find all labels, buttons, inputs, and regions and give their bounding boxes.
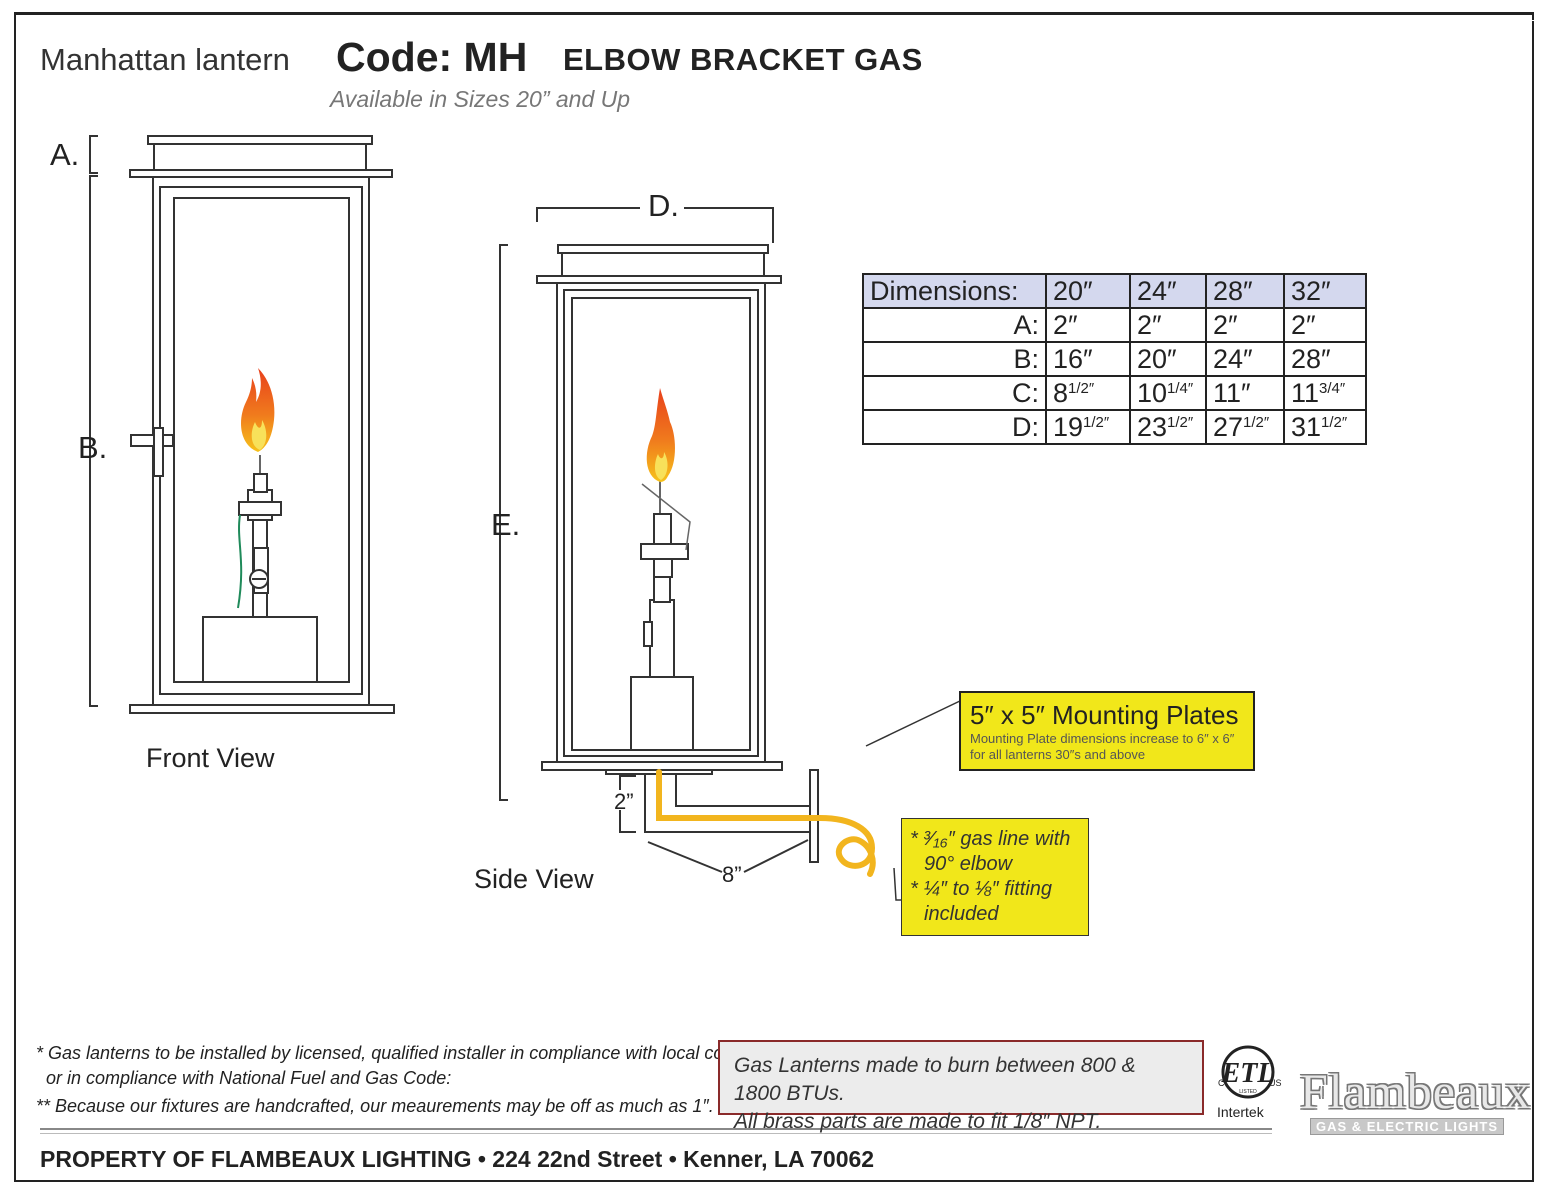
table-cell: 311/2″ bbox=[1283, 409, 1367, 445]
table-cell: 2″ bbox=[1045, 307, 1131, 343]
front-flame bbox=[241, 368, 275, 452]
table-cell: 2″ bbox=[1205, 307, 1285, 343]
table-row: B: 16″ 20″ 24″ 28″ bbox=[862, 341, 1367, 377]
table-cell: 16″ bbox=[1045, 341, 1131, 377]
etl-mark-listed: LISTED bbox=[1239, 1089, 1257, 1095]
gas-line bbox=[656, 769, 876, 877]
cell-fraction: 1/2″ bbox=[1083, 413, 1110, 431]
table-cell: 271/2″ bbox=[1205, 409, 1285, 445]
cell-whole: 11 bbox=[1291, 377, 1320, 408]
install-note-line-1: * Gas lanterns to be installed by licens… bbox=[36, 1043, 758, 1063]
btu-line-2: All brass parts are made to fit 1/8″ NPT… bbox=[734, 1110, 1102, 1133]
size-header: 24″ bbox=[1129, 273, 1207, 309]
cell-fraction: 1/2″ bbox=[1243, 413, 1270, 431]
mounting-plates-callout: 5″ x 5″ Mounting Plates Mounting Plate d… bbox=[959, 691, 1255, 771]
dim-label-b: B. bbox=[78, 430, 108, 465]
etl-listed-icon: ETL C US LISTED bbox=[1218, 1045, 1282, 1099]
size-header: 20″ bbox=[1045, 273, 1131, 309]
gas-line-note-4: included bbox=[924, 903, 999, 925]
product-name: Manhattan lantern bbox=[40, 42, 290, 77]
drop-dimension: 2” bbox=[614, 789, 634, 814]
cell-whole: 23 bbox=[1137, 411, 1168, 442]
table-cell: 191/2″ bbox=[1045, 409, 1131, 445]
table-cell: 20″ bbox=[1129, 341, 1207, 377]
table-cell: 2″ bbox=[1283, 307, 1367, 343]
install-note-line-2: or in compliance with National Fuel and … bbox=[46, 1068, 452, 1088]
page-frame bbox=[14, 12, 1534, 1182]
dimensions-table: Dimensions: 20″ 24″ 28″ 32″ A: 2″ 2″ 2″ … bbox=[862, 273, 1367, 445]
arm-dimension: 8” bbox=[722, 862, 742, 887]
cell-fraction: 1/4″ bbox=[1167, 379, 1194, 397]
product-type: ELBOW BRACKET GAS bbox=[563, 42, 923, 77]
table-cell: 101/4″ bbox=[1129, 375, 1207, 411]
gas-line-note-1: * ³⁄₁₆″ gas line with bbox=[910, 828, 1071, 850]
gas-line-note-2: 90° elbow bbox=[924, 853, 1013, 875]
table-cell: 11″ bbox=[1205, 375, 1285, 411]
table-row: C: 81/2″ 101/4″ 11″ 113/4″ bbox=[862, 375, 1367, 411]
cell-whole: 27 bbox=[1213, 411, 1244, 442]
row-label: B: bbox=[862, 341, 1047, 377]
gas-line-callout: * ³⁄₁₆″ gas line with 90° elbow * ¼″ to … bbox=[901, 818, 1089, 936]
table-cell: 113/4″ bbox=[1283, 375, 1367, 411]
btu-line-1: Gas Lanterns made to burn between 800 & … bbox=[734, 1054, 1136, 1105]
etl-mark-text: ETL bbox=[1221, 1058, 1275, 1089]
side-flame bbox=[646, 388, 675, 482]
gas-line-note-3: * ¼″ to ⅛″ fitting bbox=[910, 878, 1053, 900]
flambeaux-logo: Flambeaux bbox=[1300, 1063, 1532, 1119]
cell-whole: 19 bbox=[1053, 411, 1084, 442]
table-cell: 81/2″ bbox=[1045, 375, 1131, 411]
cell-fraction: 1/2″ bbox=[1167, 413, 1194, 431]
side-view-label: Side View bbox=[474, 864, 594, 894]
btu-info-box: Gas Lanterns made to burn between 800 & … bbox=[718, 1040, 1204, 1133]
dim-label-a: A. bbox=[50, 137, 80, 172]
table-cell: 24″ bbox=[1205, 341, 1285, 377]
table-cell: 28″ bbox=[1283, 341, 1367, 377]
etl-mark-us: US bbox=[1269, 1078, 1282, 1088]
front-view-label: Front View bbox=[146, 743, 275, 773]
table-cell: 2″ bbox=[1129, 307, 1207, 343]
mounting-plates-title: 5″ x 5″ Mounting Plates bbox=[970, 700, 1239, 730]
table-row: D: 191/2″ 231/2″ 271/2″ 311/2″ bbox=[862, 409, 1367, 445]
cell-fraction: 1/2″ bbox=[1321, 413, 1348, 431]
size-header: 28″ bbox=[1205, 273, 1285, 309]
product-code: Code: MH bbox=[336, 34, 528, 80]
mounting-plates-note-1: Mounting Plate dimensions increase to 6″… bbox=[970, 731, 1235, 746]
table-cell: 231/2″ bbox=[1129, 409, 1207, 445]
frame-gap bbox=[1528, 20, 1540, 21]
dim-label-e: E. bbox=[491, 507, 521, 542]
cell-fraction: 1/2″ bbox=[1068, 379, 1095, 397]
flambeaux-tagline: GAS & ELECTRIC LIGHTS bbox=[1310, 1118, 1504, 1135]
cell-whole: 11″ bbox=[1213, 377, 1251, 408]
side-view-drawing bbox=[499, 207, 963, 901]
etl-mark-c: C bbox=[1218, 1078, 1225, 1088]
cell-whole: 8 bbox=[1053, 377, 1069, 408]
table-header-label: Dimensions: bbox=[862, 273, 1047, 309]
size-header: 32″ bbox=[1283, 273, 1367, 309]
row-label: A: bbox=[862, 307, 1047, 343]
row-label: C: bbox=[862, 375, 1047, 411]
footer-address: PROPERTY OF FLAMBEAUX LIGHTING • 224 22n… bbox=[40, 1146, 875, 1172]
row-label: D: bbox=[862, 409, 1047, 445]
dim-label-d: D. bbox=[648, 188, 679, 223]
table-header-row: Dimensions: 20″ 24″ 28″ 32″ bbox=[862, 273, 1367, 309]
mounting-plates-note-2: for all lanterns 30″s and above bbox=[970, 747, 1146, 762]
intertek-label: Intertek bbox=[1217, 1104, 1264, 1120]
cell-fraction: 3/4″ bbox=[1319, 379, 1346, 397]
table-row: A: 2″ 2″ 2″ 2″ bbox=[862, 307, 1367, 343]
availability-note: Available in Sizes 20” and Up bbox=[330, 86, 631, 112]
handcrafted-note: ** Because our fixtures are handcrafted,… bbox=[36, 1096, 714, 1116]
cell-whole: 31 bbox=[1291, 411, 1322, 442]
cell-whole: 10 bbox=[1137, 377, 1168, 408]
